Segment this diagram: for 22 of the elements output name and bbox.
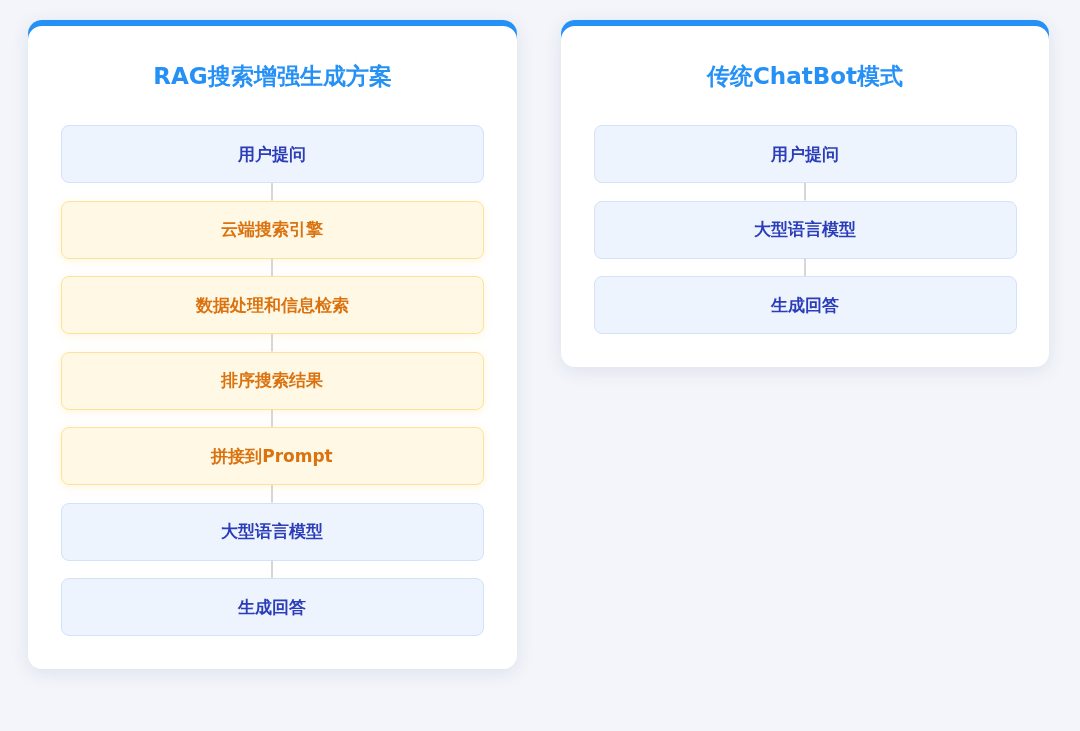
process-box: 拼接到Prompt <box>60 427 484 485</box>
process-box: 排序搜索结果 <box>60 351 484 410</box>
connector-line <box>804 257 806 277</box>
connector-line <box>271 559 273 579</box>
connector-line <box>271 408 273 428</box>
connector-line <box>271 484 273 504</box>
process-box: 用户提问 <box>593 125 1017 183</box>
process-box: 数据处理和信息检索 <box>60 276 484 334</box>
connector-line <box>271 182 273 202</box>
process-box: 生成回答 <box>593 276 1017 334</box>
connector-line <box>271 333 273 353</box>
card <box>28 20 517 669</box>
card <box>561 20 1049 367</box>
connector-line <box>271 257 273 277</box>
card-title: RAG搜索增强生成方案 <box>152 62 393 91</box>
connector-line <box>804 182 806 202</box>
process-box: 大型语言模型 <box>593 200 1017 259</box>
process-box: 大型语言模型 <box>60 502 484 561</box>
card-title: 传统ChatBot模式 <box>705 62 905 91</box>
process-box: 用户提问 <box>60 125 484 183</box>
process-box: 生成回答 <box>60 578 484 636</box>
process-box: 云端搜索引擎 <box>60 200 484 259</box>
